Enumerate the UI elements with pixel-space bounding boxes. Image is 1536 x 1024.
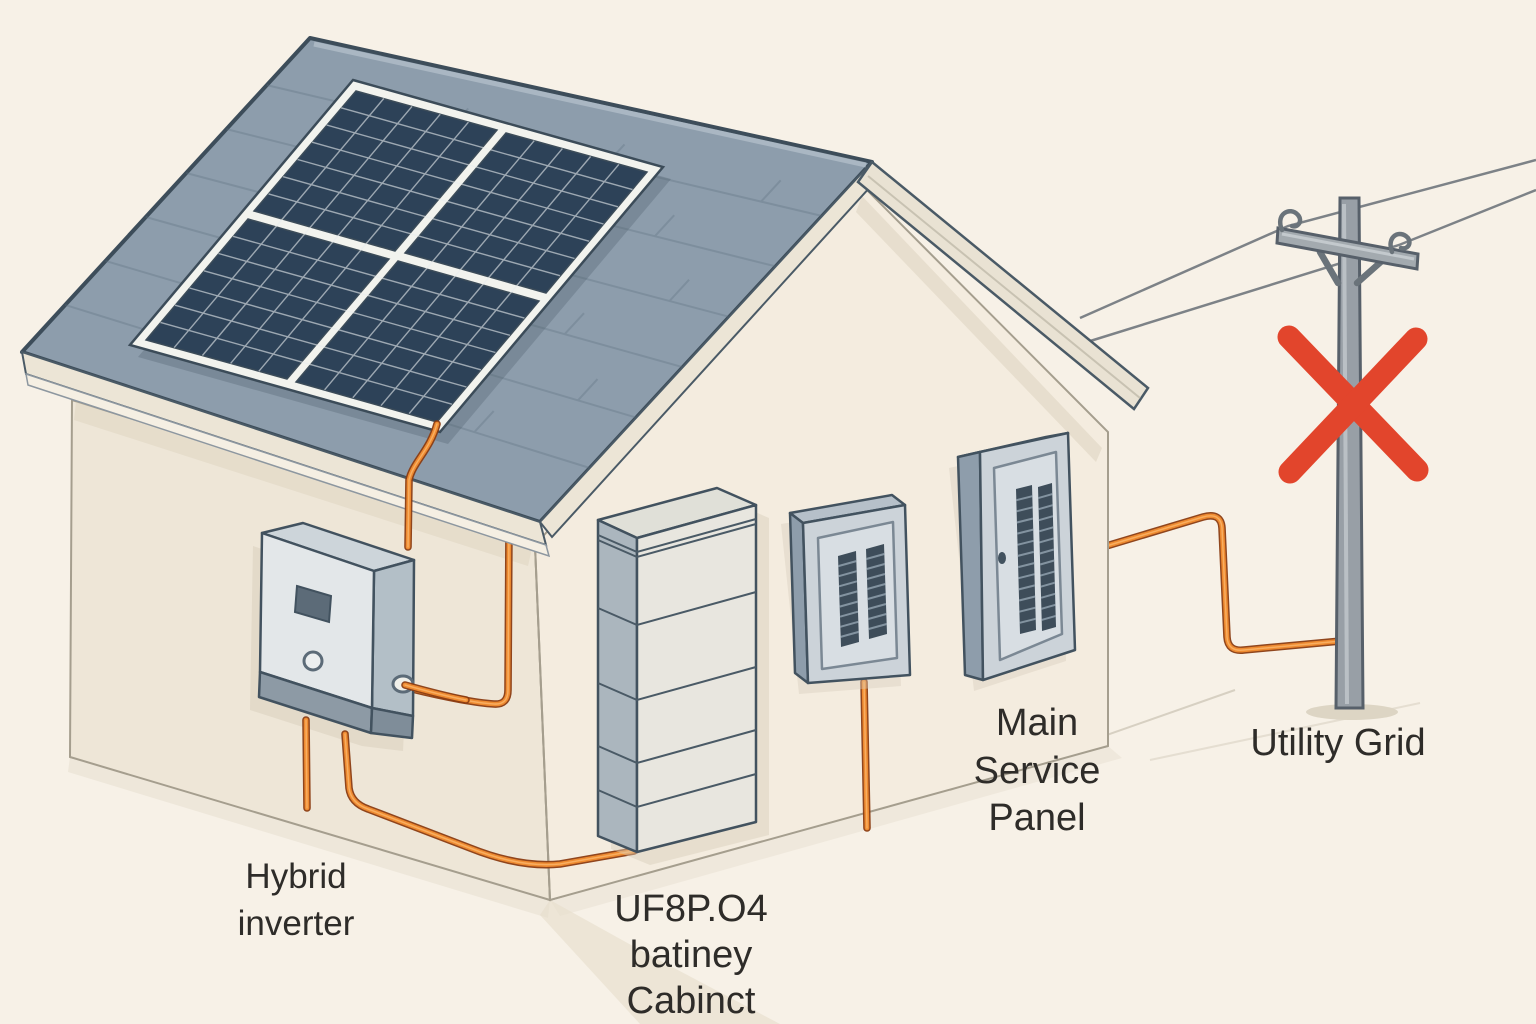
label-text: Main xyxy=(996,702,1078,744)
inverter-display xyxy=(293,584,333,624)
battery-front xyxy=(635,503,758,854)
power-line-upper xyxy=(1079,158,1536,320)
breaker-switches xyxy=(838,493,1056,638)
battery-cabinet xyxy=(596,486,769,865)
eave-shadow-left xyxy=(74,402,532,566)
subpanel-wire xyxy=(864,682,867,828)
wall-corner-edge xyxy=(534,544,551,901)
label-text: Service xyxy=(974,750,1101,792)
label-text: batiney xyxy=(630,934,753,976)
utility-pole xyxy=(1275,196,1420,720)
pole-shadow xyxy=(1306,704,1398,720)
ground-wire xyxy=(306,720,307,808)
door-handle xyxy=(998,552,1006,564)
ground-shadow xyxy=(68,689,1421,1024)
label-battery-cabinet: UF8P.O4 batiney Cabinct xyxy=(614,888,767,1022)
inverter-indicator-light xyxy=(302,650,324,672)
panel-cell-grid xyxy=(160,98,633,414)
solar-panel xyxy=(403,132,649,294)
power-lines xyxy=(1079,158,1536,344)
label-text: Hybrid xyxy=(245,857,346,896)
label-text: Utility Grid xyxy=(1250,722,1425,764)
hybrid-inverter xyxy=(250,521,416,751)
power-line-lower xyxy=(1086,188,1536,344)
eave-gutter xyxy=(25,372,551,558)
rake-shadow-front xyxy=(856,196,1102,462)
ridge-highlight xyxy=(313,41,867,168)
sub-panel xyxy=(781,493,912,694)
label-utility-grid: Utility Grid xyxy=(1250,722,1425,764)
main-service-panel xyxy=(949,431,1077,691)
label-text: inverter xyxy=(238,904,355,943)
rake-board-line xyxy=(867,175,1141,399)
crossarm-braces xyxy=(1316,248,1387,287)
label-main-service-panel: Main Service Panel xyxy=(974,702,1101,839)
label-text: Panel xyxy=(988,797,1085,839)
insulator-hooks xyxy=(1278,209,1412,255)
solar-panel xyxy=(252,90,499,252)
grid-disconnect-x-icon xyxy=(1277,325,1429,484)
pole xyxy=(1334,196,1365,710)
label-text: Cabinct xyxy=(627,980,756,1022)
label-text: UF8P.O4 xyxy=(614,888,767,930)
solar-panel xyxy=(144,218,391,380)
solar-panel-array xyxy=(127,78,671,444)
battery-module-seams xyxy=(597,518,757,809)
label-hybrid-inverter: Hybrid inverter xyxy=(238,857,355,943)
inverter-skirt-side xyxy=(369,706,415,740)
